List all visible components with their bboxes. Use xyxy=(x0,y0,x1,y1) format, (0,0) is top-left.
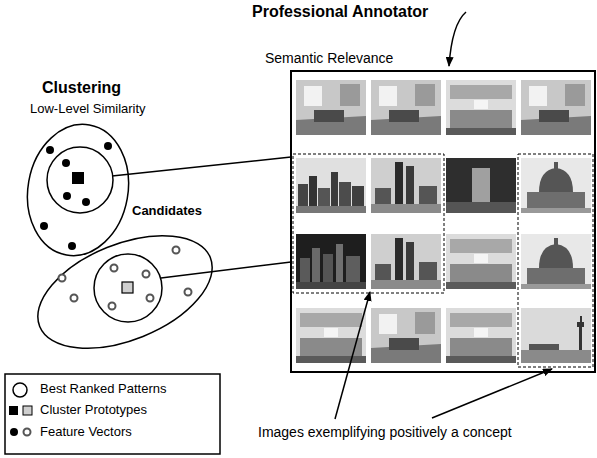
legend-sample xyxy=(23,406,32,415)
candidates-label: Candidates xyxy=(130,203,204,219)
concept-arrow xyxy=(335,292,370,419)
legend-text: Feature Vectors xyxy=(40,424,132,440)
actor-label: Professional Annotator xyxy=(252,2,428,21)
legend-text: Cluster Prototypes xyxy=(40,402,147,418)
image-panel: Semantic Relevance xyxy=(290,70,596,373)
legend-sample xyxy=(9,406,18,415)
callout-note: Images exemplifying positively a concept xyxy=(258,424,512,441)
panel-heading: Semantic Relevance xyxy=(265,50,393,67)
legend-sample xyxy=(24,429,31,436)
legend-box xyxy=(5,374,220,454)
legend-sample xyxy=(13,383,27,397)
annotator-arrow xyxy=(449,12,466,66)
legend-text: Best Ranked Patterns xyxy=(40,381,166,397)
cluster-drawing xyxy=(17,116,228,371)
section-title: Clustering xyxy=(42,78,121,97)
legend-sample xyxy=(10,428,18,436)
concept-arrow xyxy=(432,369,552,418)
candidate-lines xyxy=(112,157,291,278)
cluster-points xyxy=(40,142,192,310)
axis-note: Low-Level Similarity xyxy=(30,101,146,117)
concept-selection xyxy=(293,154,593,367)
image-grid xyxy=(296,80,591,363)
